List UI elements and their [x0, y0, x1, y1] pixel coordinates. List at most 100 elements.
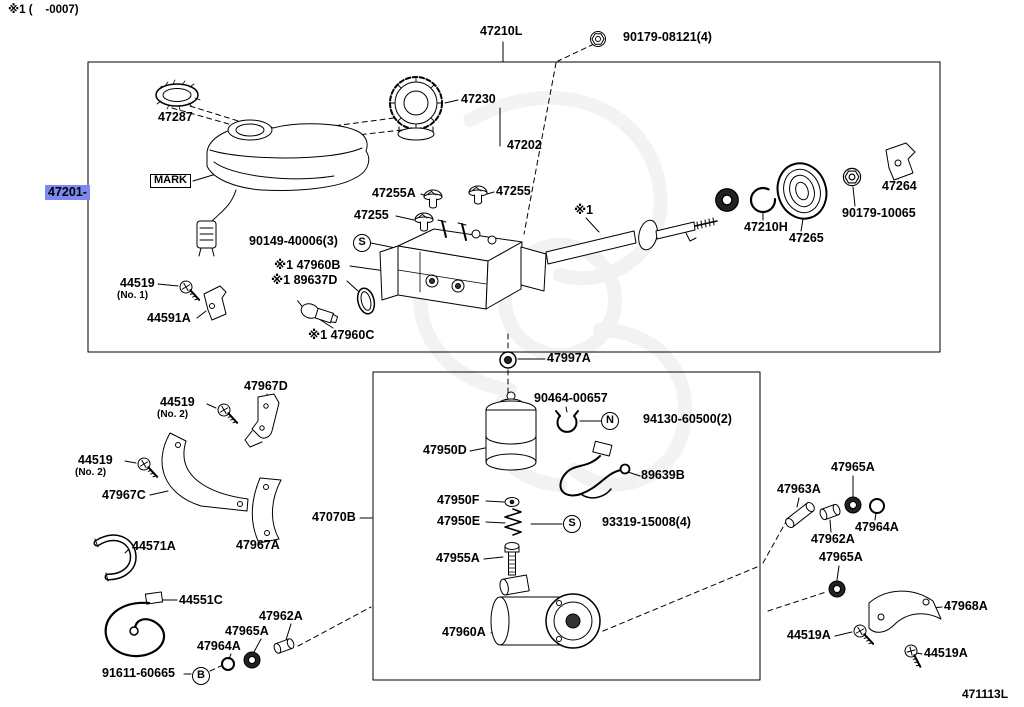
- diagram-frames: [87, 61, 941, 681]
- part-label-47967d[interactable]: 47967D: [244, 379, 288, 393]
- pump-body-drawing: [485, 391, 537, 471]
- part-label-47202[interactable]: 47202: [507, 138, 542, 152]
- part-label-47968a[interactable]: 47968A: [944, 599, 988, 613]
- master-cylinder-drawing: [379, 219, 547, 310]
- part-label-47960b[interactable]: ※1 47960B: [274, 258, 341, 272]
- nut-icon-top: [590, 31, 606, 47]
- part-label-47070b[interactable]: 47070B: [312, 510, 356, 524]
- reservoir-drawing: [196, 119, 370, 257]
- clamp-drawing: [555, 410, 579, 433]
- part-label-47264[interactable]: 47264: [882, 179, 917, 193]
- part-label-47964a-right[interactable]: 47964A: [855, 520, 899, 534]
- page-code: 471113L: [962, 687, 1009, 701]
- bracket-47967d-drawing: [244, 393, 280, 448]
- part-label-44551c[interactable]: 44551C: [179, 593, 223, 607]
- symbol-s-1[interactable]: S: [353, 234, 371, 252]
- symbol-n[interactable]: N: [601, 412, 619, 430]
- part-label-47965a-right-lower[interactable]: 47965A: [819, 550, 863, 564]
- part-label-44519-no1-sub: (No. 1): [117, 290, 149, 301]
- spring-47950e-drawing: [504, 508, 522, 536]
- bracket-47264-drawing: [885, 142, 916, 181]
- part-label-90149-40006[interactable]: 90149-40006(3): [249, 234, 338, 248]
- part-label-47950f[interactable]: 47950F: [437, 493, 480, 507]
- part-label-47201[interactable]: 47201-: [45, 185, 90, 201]
- part-label-47962a-left[interactable]: 47962A: [259, 609, 303, 623]
- grommet-icon-right-upper: [844, 496, 862, 514]
- mark-label: MARK: [150, 174, 191, 188]
- top-note: ※1 ( -0007): [8, 4, 79, 16]
- part-label-44519a-right[interactable]: 44519A: [924, 646, 968, 660]
- part-label-47960a[interactable]: 47960A: [442, 625, 486, 639]
- part-label-90179-08121[interactable]: 90179-08121(4): [623, 30, 712, 44]
- grommet-icon-2: [468, 185, 488, 205]
- bushing-icon-left: [273, 638, 295, 654]
- part-label-47955a[interactable]: 47955A: [436, 551, 480, 565]
- retainer-ring-drawing: [155, 79, 201, 111]
- part-label-47960c[interactable]: ※1 47960C: [308, 328, 375, 342]
- part-label-91611-60665[interactable]: 91611-60665: [102, 666, 175, 680]
- part-label-94130-60500[interactable]: 94130-60500(2): [643, 412, 732, 426]
- part-label-47963a[interactable]: 47963A: [777, 482, 821, 496]
- bracket-47968a-drawing: [868, 590, 942, 633]
- part-label-44519-no1[interactable]: 44519: [120, 276, 155, 290]
- part-label-44519-no2b-sub: (No. 2): [75, 467, 107, 478]
- bracket-47967c-drawing: [161, 432, 249, 512]
- part-label-47210l[interactable]: 47210L: [480, 24, 523, 38]
- part-label-47965a-right-upper[interactable]: 47965A: [831, 460, 875, 474]
- part-label-47950e[interactable]: 47950E: [437, 514, 481, 528]
- part-label-47265[interactable]: 47265: [789, 231, 824, 245]
- boot-drawing: [776, 162, 828, 220]
- screw-icon-44519-no1: [176, 278, 205, 302]
- part-label-44519-no2b[interactable]: 44519: [78, 453, 113, 467]
- spacer-ring-icon: [715, 188, 739, 212]
- sensor-drawing: [297, 300, 339, 324]
- snap-ring-drawing: [749, 186, 777, 214]
- ring-icon-left: [221, 657, 235, 671]
- ring-icon-right: [869, 498, 885, 514]
- part-label-47230[interactable]: 47230: [461, 92, 496, 106]
- hose-44571a-drawing: [93, 534, 137, 582]
- part-label-90464-00657[interactable]: 90464-00657: [534, 391, 608, 405]
- grommet-icon-left: [243, 651, 261, 669]
- part-label-93319-15008[interactable]: 93319-15008(4): [602, 515, 691, 529]
- o-ring-drawing: [356, 287, 376, 315]
- wire-44551c-drawing: [104, 591, 166, 658]
- part-label-89639b[interactable]: 89639B: [641, 468, 685, 482]
- part-label-47997a[interactable]: 47997A: [547, 351, 591, 365]
- disc-47950f-drawing: [504, 497, 520, 507]
- cap-drawing: [389, 76, 443, 141]
- screw-icon-44519-no2a: [214, 401, 243, 425]
- part-label-47967a[interactable]: 47967A: [236, 538, 280, 552]
- washer-47997a-drawing: [499, 351, 517, 369]
- part-label-47210h[interactable]: 47210H: [744, 220, 788, 234]
- part-label-44571a[interactable]: 44571A: [132, 539, 176, 553]
- part-label-47255-right[interactable]: 47255: [496, 184, 531, 198]
- symbol-s-2[interactable]: S: [563, 515, 581, 533]
- harness-drawing: [559, 440, 631, 499]
- marker-ref-1: ※1: [574, 203, 594, 217]
- part-label-47950d[interactable]: 47950D: [423, 443, 467, 457]
- part-label-47965a-left[interactable]: 47965A: [225, 624, 269, 638]
- solid-leaders: [124, 41, 943, 675]
- part-label-47962a-right[interactable]: 47962A: [811, 532, 855, 546]
- part-label-89637d[interactable]: ※1 89637D: [271, 273, 338, 287]
- part-label-44519a-left[interactable]: 44519A: [787, 628, 831, 642]
- part-label-47255a[interactable]: 47255A: [372, 186, 416, 200]
- part-label-47255-left[interactable]: 47255: [354, 208, 389, 222]
- motor-drawing: [490, 574, 601, 649]
- part-label-90179-10065[interactable]: 90179-10065: [842, 206, 916, 220]
- bushing-icon-right: [819, 503, 841, 521]
- part-label-47967c[interactable]: 47967C: [102, 488, 146, 502]
- symbol-b[interactable]: B: [192, 667, 210, 685]
- grommet-icon-right-lower: [828, 580, 846, 598]
- part-label-47964a-left[interactable]: 47964A: [197, 639, 241, 653]
- part-label-44591a[interactable]: 44591A: [147, 311, 191, 325]
- bolt-47955a-drawing: [504, 542, 520, 576]
- bracket-44591a-drawing: [203, 285, 227, 321]
- part-label-47287[interactable]: 47287: [158, 110, 193, 124]
- part-label-44519-no2a-sub: (No. 2): [157, 409, 189, 420]
- part-label-44519-no2a[interactable]: 44519: [160, 395, 195, 409]
- grommet-icon-1: [423, 189, 443, 209]
